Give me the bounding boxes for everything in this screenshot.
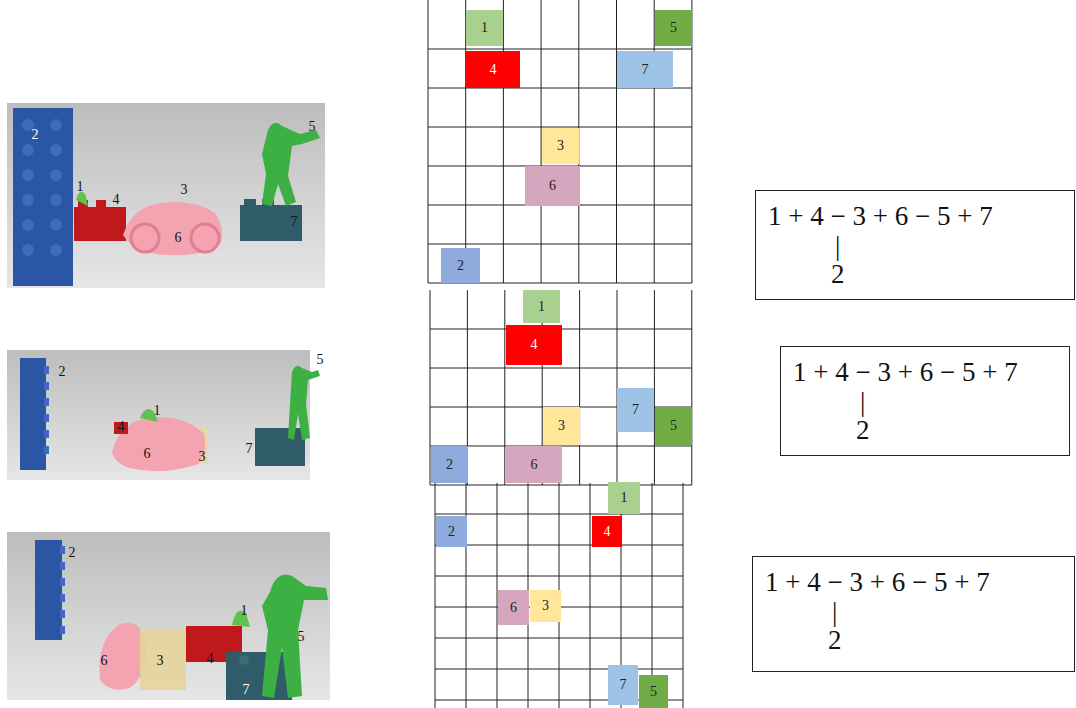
cell-number: 4 (604, 524, 611, 540)
grid-line (435, 638, 683, 639)
grid (428, 0, 692, 708)
expression: 1 + 4 − 3 + 6 − 5 + 7 (768, 201, 993, 232)
callout-number: 5 (317, 352, 324, 368)
cell-number: 3 (557, 138, 564, 154)
cell-number: 5 (670, 20, 677, 36)
cell-number: 7 (642, 62, 649, 78)
grid-cell: 5 (655, 10, 692, 46)
tree-branch: 2 (831, 260, 845, 288)
grid-line (428, 244, 692, 245)
grid-cell: 1 (523, 290, 560, 323)
grid-cell: 3 (542, 128, 579, 164)
grid-cell: 7 (608, 665, 638, 705)
photo (7, 103, 325, 288)
photo (7, 532, 330, 700)
callout-number: 6 (144, 446, 151, 462)
callout-number: 1 (154, 403, 161, 419)
grid-cell: 6 (498, 590, 529, 625)
grid-cell: 4 (592, 516, 622, 547)
callout-number: 7 (291, 214, 298, 230)
grid-cell: 1 (608, 482, 640, 514)
tree-branch: | (860, 388, 865, 416)
cell-number: 5 (650, 684, 657, 700)
photo (7, 350, 320, 480)
callout-number: 2 (32, 127, 39, 143)
cell-number: 1 (481, 20, 488, 36)
callout-number: 2 (69, 545, 76, 561)
callout-number: 6 (101, 653, 108, 669)
cell-number: 2 (448, 524, 455, 540)
grid-cell: 1 (466, 10, 503, 46)
grid-line (654, 290, 655, 485)
grid-line (428, 0, 429, 283)
cell-number: 3 (558, 418, 565, 434)
grid-cell: 2 (436, 516, 467, 547)
grid-line (435, 669, 683, 670)
callout-number: 3 (157, 653, 164, 669)
cell-number: 6 (510, 600, 517, 616)
grid-cell: 4 (466, 51, 520, 88)
grid-cell: 6 (525, 166, 580, 206)
cell-number: 2 (457, 258, 464, 274)
grid-line (683, 483, 684, 708)
callout-number: 4 (207, 651, 214, 667)
grid-cell: 5 (655, 407, 692, 445)
tree-branch: | (832, 598, 837, 626)
grid-line (430, 368, 692, 369)
grid-line (590, 483, 591, 708)
tree-branch: | (835, 232, 840, 260)
cell-number: 7 (632, 402, 639, 418)
expression: 1 + 4 − 3 + 6 − 5 + 7 (765, 567, 990, 598)
expression: 1 + 4 − 3 + 6 − 5 + 7 (793, 357, 1018, 388)
callout-number: 7 (246, 441, 253, 457)
callout-number: 4 (118, 419, 125, 435)
grid-line (579, 290, 580, 485)
cell-number: 4 (531, 337, 538, 353)
grid-line (435, 576, 683, 577)
callout-number: 3 (181, 182, 188, 198)
grid-cell: 4 (506, 325, 562, 365)
expression-box: 1 + 4 − 3 + 6 − 5 + 7|2 (755, 190, 1075, 300)
callout-number: 1 (241, 603, 248, 619)
cell-number: 1 (621, 490, 628, 506)
grid-cell: 6 (506, 446, 562, 483)
cell-number: 6 (549, 178, 556, 194)
cell-number: 3 (542, 598, 549, 614)
cell-number: 7 (620, 677, 627, 693)
callout-number: 5 (298, 629, 305, 645)
callout-number: 4 (113, 192, 120, 208)
cell-number: 4 (490, 62, 497, 78)
tree-branch: 2 (828, 626, 842, 654)
grid-line (435, 514, 683, 515)
grid-line (503, 0, 504, 283)
grid-cell: 3 (530, 590, 561, 622)
callout-number: 7 (243, 682, 250, 698)
callout-number: 6 (175, 230, 182, 246)
grid-line (616, 0, 617, 283)
callout-number: 3 (199, 449, 206, 465)
grid-cell: 2 (431, 446, 468, 483)
grid-cell: 7 (617, 388, 654, 432)
grid-cell: 3 (543, 407, 580, 445)
tree-branch: 2 (856, 416, 870, 444)
grid-cell: 7 (617, 51, 673, 88)
grid-cell: 5 (639, 675, 668, 708)
grid-line (428, 49, 692, 50)
cell-number: 1 (538, 299, 545, 315)
grid-line (430, 485, 692, 486)
callout-number: 1 (77, 179, 84, 195)
callout-number: 5 (309, 119, 316, 135)
callout-number: 2 (59, 364, 66, 380)
expression-box: 1 + 4 − 3 + 6 − 5 + 7|2 (752, 556, 1075, 672)
cell-number: 5 (670, 418, 677, 434)
cell-number: 2 (446, 457, 453, 473)
expression-box: 1 + 4 − 3 + 6 − 5 + 7|2 (780, 346, 1070, 456)
grid-line (691, 290, 692, 485)
grid-cell: 2 (441, 248, 480, 283)
cell-number: 6 (531, 457, 538, 473)
grid-line (435, 545, 683, 546)
